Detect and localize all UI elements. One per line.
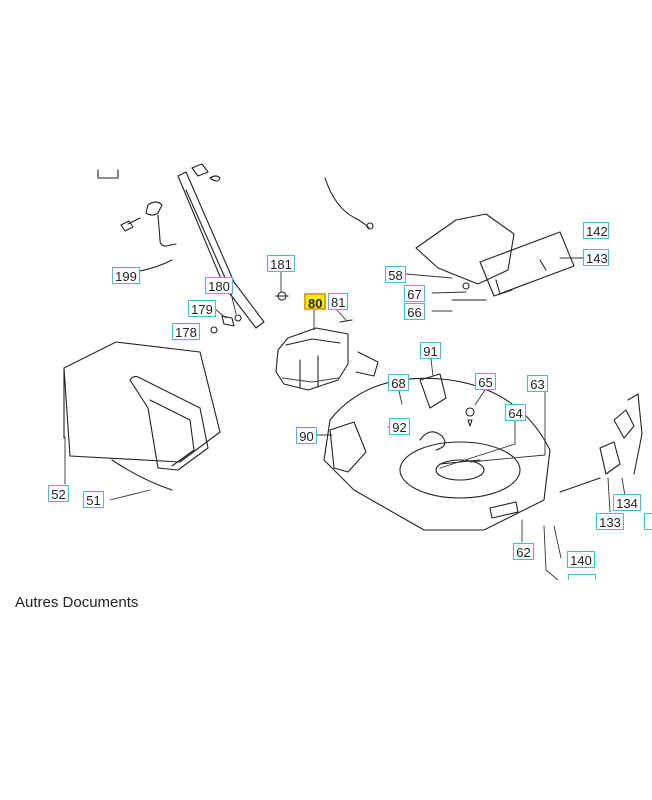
part-label-178[interactable]: 178 (172, 323, 200, 340)
part-label-cut-right[interactable] (644, 513, 652, 530)
part-label-90[interactable]: 90 (296, 427, 317, 444)
part-label-91[interactable]: 91 (420, 342, 441, 359)
part-label-62[interactable]: 62 (513, 543, 534, 560)
part-label-92[interactable]: 92 (389, 418, 410, 435)
part-label-180[interactable]: 180 (205, 277, 233, 294)
mower-deck (323, 373, 551, 531)
part-label-133[interactable]: 133 (596, 513, 624, 530)
part-label-143[interactable]: 143 (583, 249, 609, 266)
part-label-68[interactable]: 68 (388, 374, 409, 391)
cable-end (366, 222, 374, 230)
other-documents-heading: Autres Documents (15, 594, 139, 611)
part-label-67[interactable]: 67 (404, 285, 425, 302)
part-label-181[interactable]: 181 (267, 255, 295, 272)
part-label-81[interactable]: 81 (328, 293, 348, 310)
part-label-cut-bottom[interactable] (568, 574, 596, 580)
part-label-65[interactable]: 65 (475, 373, 496, 390)
cable (324, 177, 370, 229)
side-covers (415, 213, 575, 301)
part-label-134[interactable]: 134 (613, 494, 641, 511)
part-label-64[interactable]: 64 (505, 404, 526, 421)
parts-drawing (63, 163, 643, 580)
part-label-140[interactable]: 140 (567, 551, 595, 568)
right-side-parts (559, 393, 643, 493)
rear-flap-part (275, 327, 379, 391)
handle-bolt-parts (97, 163, 221, 247)
small-hardware (210, 291, 353, 334)
part-label-179[interactable]: 179 (188, 300, 216, 317)
exploded-parts-diagram: 142 143 58 67 66 181 180 179 178 199 80 … (48, 163, 652, 580)
part-label-51[interactable]: 51 (83, 491, 104, 508)
part-label-58[interactable]: 58 (385, 266, 406, 283)
part-label-63[interactable]: 63 (527, 375, 548, 392)
part-label-199[interactable]: 199 (112, 267, 140, 284)
grass-bag (63, 341, 221, 491)
part-label-52[interactable]: 52 (48, 485, 69, 502)
part-label-142[interactable]: 142 (583, 222, 609, 239)
part-label-66[interactable]: 66 (404, 303, 425, 320)
part-label-80[interactable]: 80 (304, 293, 326, 311)
